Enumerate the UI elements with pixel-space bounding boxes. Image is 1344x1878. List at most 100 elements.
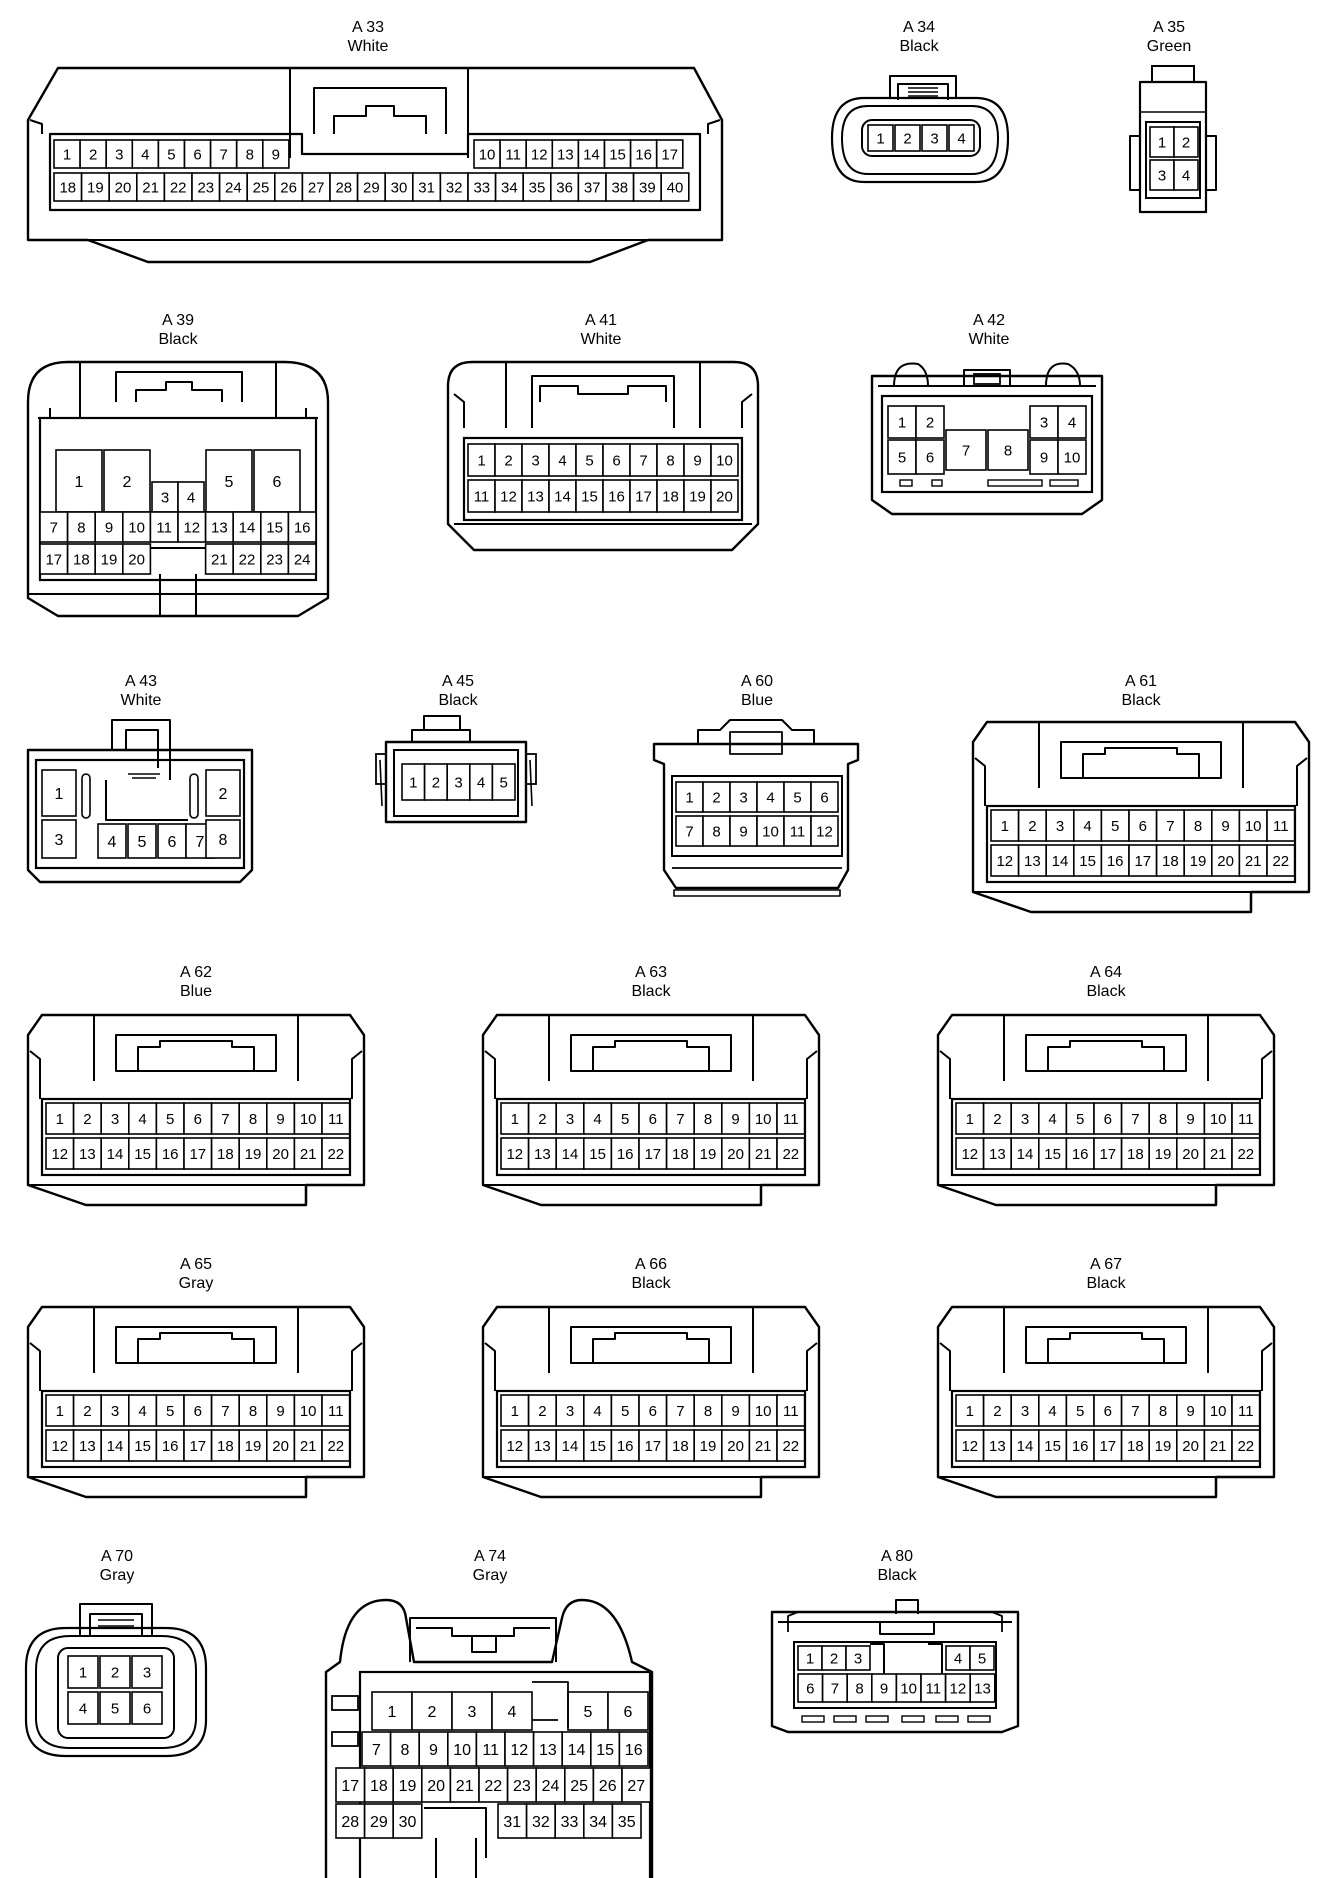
pin-9: 9 bbox=[1029, 439, 1059, 475]
pin-number: 2 bbox=[712, 789, 720, 806]
pin-number: 22 bbox=[484, 1778, 502, 1795]
pin-cell bbox=[321, 1137, 351, 1170]
pin-8: 8 bbox=[693, 1394, 723, 1427]
pin-cell bbox=[265, 1102, 296, 1135]
pin-number: 16 bbox=[1072, 1438, 1089, 1455]
pin-7: 7 bbox=[1120, 1102, 1150, 1135]
pin-number: 19 bbox=[689, 488, 706, 505]
pin-number: 4 bbox=[477, 774, 485, 791]
pin-15: 15 bbox=[603, 139, 632, 169]
pin-cell bbox=[683, 443, 712, 477]
pin-cell bbox=[494, 479, 523, 513]
pin-13: 13 bbox=[1017, 844, 1047, 877]
pin-cell bbox=[1231, 1137, 1261, 1170]
pin-cell bbox=[1073, 809, 1103, 842]
pin-cell bbox=[610, 1102, 640, 1135]
pin-cell bbox=[870, 1673, 898, 1703]
pin-number: 4 bbox=[508, 1704, 517, 1721]
pin-cell bbox=[693, 1137, 723, 1170]
pin-cell bbox=[602, 479, 631, 513]
housing-outline bbox=[505, 362, 701, 428]
pin-8: 8 bbox=[1183, 809, 1213, 842]
pin-16: 16 bbox=[287, 511, 317, 543]
pin-cell bbox=[945, 1645, 971, 1671]
pin-3: 3 bbox=[105, 139, 134, 169]
pin-18: 18 bbox=[1120, 1429, 1150, 1462]
pin-cell bbox=[660, 172, 690, 202]
pin-number: 21 bbox=[300, 1438, 317, 1455]
pin-cell bbox=[693, 1394, 723, 1427]
pin-number: 2 bbox=[123, 474, 132, 491]
pin-3: 3 bbox=[100, 1394, 130, 1427]
pin-cell bbox=[1148, 1102, 1178, 1135]
pin-2: 2 bbox=[423, 763, 449, 801]
housing-outline bbox=[1261, 1050, 1273, 1099]
pin-number: 1 bbox=[966, 1111, 974, 1128]
housing-outline bbox=[1296, 757, 1308, 806]
pin-cell bbox=[610, 1137, 640, 1170]
pin-number: 8 bbox=[1194, 818, 1202, 835]
pin-number: 14 bbox=[1017, 1146, 1034, 1163]
connector-id: A 43 bbox=[124, 673, 158, 690]
pin-number: 23 bbox=[197, 179, 214, 196]
pin-11: 11 bbox=[467, 479, 496, 513]
connector-id: A 64 bbox=[1089, 964, 1123, 981]
housing-outline bbox=[1038, 722, 1244, 788]
pin-number: 7 bbox=[221, 1111, 229, 1128]
pin-number: 20 bbox=[272, 1146, 289, 1163]
housing-outline bbox=[889, 75, 957, 98]
pin-cell bbox=[1120, 1429, 1150, 1462]
pin-number: 5 bbox=[898, 449, 906, 466]
pin-2: 2 bbox=[982, 1102, 1012, 1135]
pin-29: 29 bbox=[356, 172, 387, 202]
pin-number: 3 bbox=[531, 452, 539, 469]
pin-1: 1 bbox=[53, 139, 81, 169]
pin-12: 12 bbox=[500, 1429, 530, 1462]
pin-number: 17 bbox=[1099, 1146, 1116, 1163]
pin-14: 14 bbox=[555, 1429, 585, 1462]
pin-cell bbox=[497, 1803, 528, 1839]
housing-outline bbox=[115, 1034, 277, 1072]
pin-cell bbox=[439, 172, 469, 202]
pin-22: 22 bbox=[1231, 1429, 1261, 1462]
pin-16: 16 bbox=[610, 1137, 640, 1170]
pin-12: 12 bbox=[500, 1137, 530, 1170]
pin-cell bbox=[1211, 809, 1241, 842]
pin-number: 19 bbox=[245, 1438, 262, 1455]
pin-3: 3 bbox=[100, 1102, 130, 1135]
pin-cell bbox=[1093, 1429, 1123, 1462]
pin-number: 2 bbox=[538, 1111, 546, 1128]
pin-22: 22 bbox=[478, 1767, 509, 1803]
pin-number: 22 bbox=[239, 551, 256, 568]
pin-cell bbox=[210, 1394, 241, 1427]
pin-number: 6 bbox=[193, 146, 201, 163]
pin-cell bbox=[1173, 159, 1199, 191]
pin-21: 21 bbox=[1203, 1429, 1233, 1462]
pin-number: 21 bbox=[755, 1146, 772, 1163]
pin-cell bbox=[821, 1645, 847, 1671]
pin-2: 2 bbox=[915, 405, 945, 439]
pin-cell bbox=[335, 1803, 366, 1839]
pin-number: 5 bbox=[166, 1111, 174, 1128]
pin-cell bbox=[702, 781, 731, 813]
pin-cell bbox=[693, 1102, 723, 1135]
pin-number: 12 bbox=[506, 1438, 523, 1455]
housing-outline bbox=[35, 1635, 197, 1749]
housing-outline bbox=[423, 715, 461, 730]
pin-number: 33 bbox=[561, 1814, 579, 1831]
housing-part bbox=[1151, 65, 1195, 83]
pin-15: 15 bbox=[582, 1429, 613, 1462]
pin-16: 16 bbox=[1065, 1137, 1095, 1170]
pin-21: 21 bbox=[1203, 1137, 1233, 1170]
pin-cell bbox=[157, 823, 187, 859]
pin-cell bbox=[656, 443, 685, 477]
pin-number: 17 bbox=[45, 551, 62, 568]
housing-part bbox=[1049, 479, 1079, 487]
pin-cell bbox=[1128, 844, 1158, 877]
pin-cell bbox=[621, 1767, 652, 1803]
pin-number: 19 bbox=[399, 1778, 417, 1795]
pin-number: 1 bbox=[966, 1403, 974, 1420]
pin-number: 18 bbox=[217, 1146, 234, 1163]
